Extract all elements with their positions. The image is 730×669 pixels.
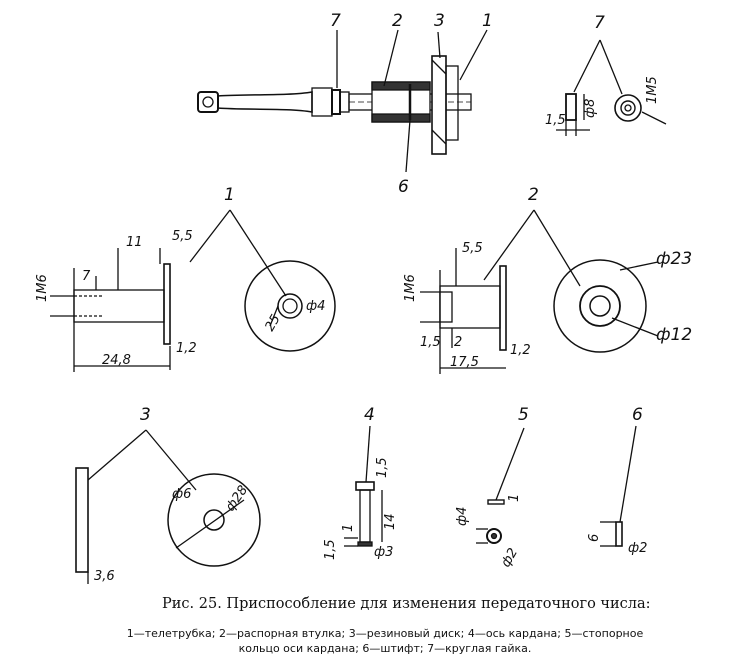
dim-pin-length: 6: [587, 534, 602, 542]
callout-ring-5: 5: [518, 405, 529, 425]
callout-axle-4: 4: [364, 405, 375, 425]
dim-sleeve-step2: 2: [454, 335, 462, 350]
disk-3-views: [75, 429, 261, 584]
callout-assembly-2: 2: [392, 11, 403, 31]
axle-4-view: [344, 425, 383, 547]
dim-axle-diameter: ф3: [374, 545, 393, 560]
dim-axle-groove: 1: [341, 524, 356, 532]
dim-ring-outer: ф4: [455, 507, 470, 526]
caption-legend: 1—телетрубка; 2—распорная втулка; 3—рези…: [40, 626, 730, 656]
dim-axle-length: 14: [383, 513, 398, 530]
callout-assembly-3: 3: [434, 11, 445, 31]
callout-pin-6: 6: [632, 405, 643, 425]
dim-sleeve-inner: ф12: [656, 325, 692, 345]
caption-title: Рис. 25. Приспособление для изменения пе…: [162, 596, 651, 612]
dim-axle-head: 1,5: [375, 457, 390, 478]
dim-tube-lip: 5,5: [172, 229, 193, 244]
sleeve-2-views: [420, 209, 659, 374]
callout-assembly-1: 1: [482, 11, 493, 31]
dim-tube-length: 24,8: [102, 353, 131, 368]
callout-tube-1: 1: [224, 185, 235, 205]
dim-tube-bore: ф4: [306, 299, 325, 314]
dim-sleeve-outer: ф23: [656, 249, 692, 269]
dim-sleeve-groove: 1,5: [420, 335, 441, 350]
dim-tube-thread: 1M6: [35, 274, 50, 302]
pin-6-view: [600, 425, 637, 547]
dim-sleeve-length: 17,5: [450, 355, 479, 370]
dim-axle-tail: 1,5: [323, 539, 338, 560]
callout-assembly-6: 6: [398, 177, 409, 197]
caption-legend-line-2: кольцо оси кардана; 6—штифт; 7—круглая г…: [238, 642, 532, 655]
callout-nut-7: 7: [594, 13, 605, 33]
callout-disk-3: 3: [140, 405, 151, 425]
dim-ring-inner: ф2: [498, 546, 521, 570]
dim-nut-width: 1,5: [545, 113, 566, 128]
dim-sleeve-thread: 1M6: [403, 274, 418, 302]
dim-tube-spacing: 11: [126, 235, 143, 250]
dim-nut-diameter: ф8: [583, 99, 598, 118]
dim-tube-bolt-circle: 25: [262, 312, 283, 334]
assembly-view: [197, 29, 488, 173]
nut-7-views: [556, 39, 667, 136]
caption-legend-line-1: 1—телетрубка; 2—распорная втулка; 3—рези…: [126, 627, 644, 640]
dim-tube-thread-len: 7: [82, 269, 91, 284]
dim-disk-thickness: 3,6: [94, 569, 115, 584]
dim-sleeve-step: 5,5: [462, 241, 483, 256]
dim-ring-thickness: 1: [507, 494, 522, 502]
dim-sleeve-flange: 1,2: [510, 343, 531, 358]
dim-disk-hole: ф6: [172, 487, 191, 502]
technical-drawing: 7 2 3 1 6 7 1,5 ф8 1M5 1 11 5,5 1M6 7 24…: [35, 11, 692, 584]
dim-nut-thread: 1M5: [645, 76, 660, 104]
ring-5-views: [476, 427, 525, 544]
dim-tube-flange: 1,2: [176, 341, 197, 356]
dim-pin-diameter: ф2: [628, 541, 647, 556]
callout-sleeve-2: 2: [528, 185, 539, 205]
tube-1-views: [50, 209, 336, 372]
callout-assembly-7: 7: [330, 11, 341, 31]
